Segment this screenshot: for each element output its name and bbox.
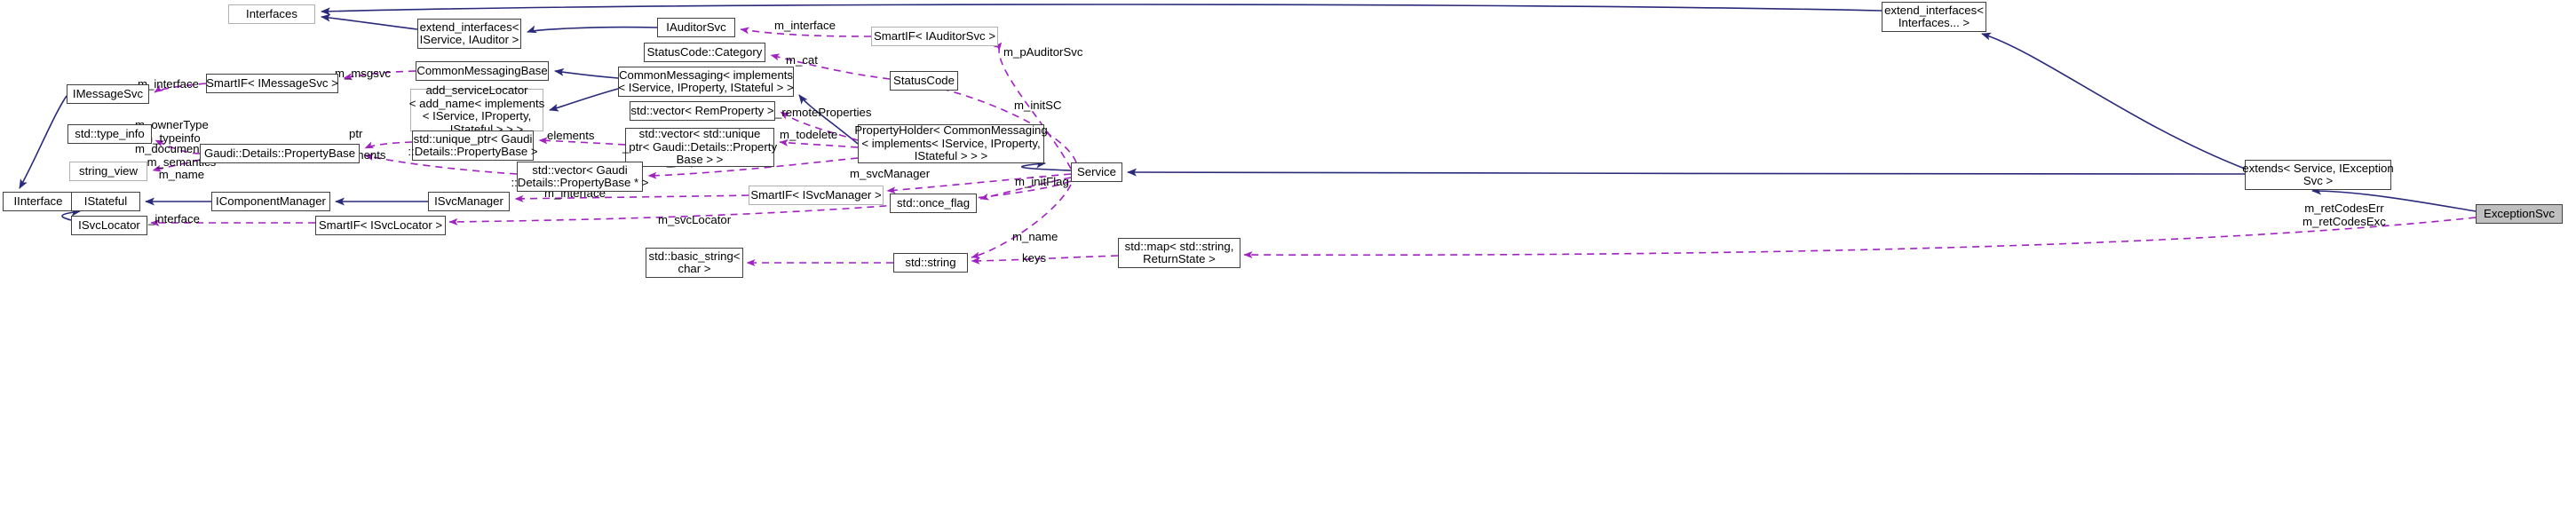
class-node-commonmsgbase[interactable]: CommonMessagingBase [416,61,549,81]
class-node-icomponentmanager[interactable]: IComponentManager [211,192,330,211]
edge-label-l_m_cat: m_cat [786,53,818,67]
edge-label-l_m_msgsvc: m_msgsvc [335,67,392,80]
edge-label-l_m_interface_4: m_interface [139,212,200,225]
class-node-extend_if_variadic[interactable]: extend_interfaces< Interfaces... > [1882,2,1986,32]
class-node-smartif_imsgsvc[interactable]: SmartIF< IMessageSvc > [206,74,338,93]
class-node-typeinfo[interactable]: std::type_info [67,124,152,144]
class-node-vector_remprop[interactable]: std::vector< RemProperty > [630,101,775,121]
class-node-commonmessaging[interactable]: CommonMessaging< implements < IService, … [618,67,794,97]
edge-label-l_m_interface_1: m_interface [774,19,836,32]
class-node-exceptionsvc[interactable]: ExceptionSvc [2476,204,2563,224]
class-node-statuscode[interactable]: StatusCode [890,71,958,91]
class-node-smartif_isvcloc[interactable]: SmartIF< ISvcLocator > [315,216,446,235]
edge-label-l_m_remoteproperties: m_remoteProperties [765,106,872,119]
class-node-basic_string[interactable]: std::basic_string< char > [646,248,743,278]
class-node-add_servicelocator[interactable]: add_serviceLocator < add_name< implement… [408,83,545,136]
class-node-map_string_ret[interactable]: std::map< std::string, ReturnState > [1118,238,1240,268]
edge-label-l_m_pauditorsvc: m_pAuditorSvc [1003,45,1083,59]
class-node-gaudi_propbase[interactable]: Gaudi::Details::PropertyBase [200,144,360,163]
class-node-isvcmanager[interactable]: ISvcManager [428,192,510,211]
class-node-std_string[interactable]: std::string [893,253,968,273]
class-node-imessagesvc[interactable]: IMessageSvc [67,84,149,104]
edge-label-l_m_retcodes: m_retCodesErr m_retCodesExc [2303,202,2386,228]
edge-label-l_ptr: ptr [349,127,363,140]
edge-label-l_m_svcmanager: m_svcManager [850,167,931,180]
edge-label-l_keys: keys [1022,251,1047,265]
class-node-istateful[interactable]: IStateful [71,192,140,211]
class-node-iauditorsvc[interactable]: IAuditorSvc [657,18,735,37]
class-node-propertyholder[interactable]: PropertyHolder< CommonMessaging < implem… [854,123,1048,163]
class-node-extend_if_isvc_iaud[interactable]: extend_interfaces< IService, IAuditor > [417,19,521,49]
class-node-statuscode_cat[interactable]: StatusCode::Category [644,43,765,62]
edge-label-l_m_initsc: m_initSC [1014,99,1062,112]
class-node-service[interactable]: Service [1071,162,1122,182]
class-node-string_view[interactable]: string_view [69,162,147,181]
class-node-vector_uniqueptr[interactable]: std::vector< std::unique _ptr< Gaudi::De… [622,127,778,167]
edge-label-l_m_svclocator: m_svcLocator [658,213,732,226]
inheritance-edges [19,4,2477,221]
class-node-once_flag[interactable]: std::once_flag [890,194,977,213]
class-node-vector_propbase_p[interactable]: std::vector< Gaudi ::Details::PropertyBa… [511,162,649,192]
class-node-iinterface[interactable]: IInterface [3,192,74,211]
edge-label-l_m_name: m_name [1012,230,1058,243]
edge-label-l_elements_1: elements [547,129,595,142]
edge-label-l_m_todelete: m_todelete [780,128,838,141]
class-node-isvclocator[interactable]: ISvcLocator [71,216,147,235]
class-node-smartif_iauditor[interactable]: SmartIF< IAuditorSvc > [871,27,998,46]
class-node-interfaces[interactable]: Interfaces [228,4,315,24]
class-node-smartif_isvcmgr[interactable]: SmartIF< ISvcManager > [749,186,884,205]
class-node-extends_svc_iexc[interactable]: extends< Service, IException Svc > [2242,160,2394,190]
edge-label-l_m_initflag: m_initFlag [1015,175,1069,188]
class-node-unique_ptr_prop[interactable]: std::unique_ptr< Gaudi ::Details::Proper… [408,130,538,161]
